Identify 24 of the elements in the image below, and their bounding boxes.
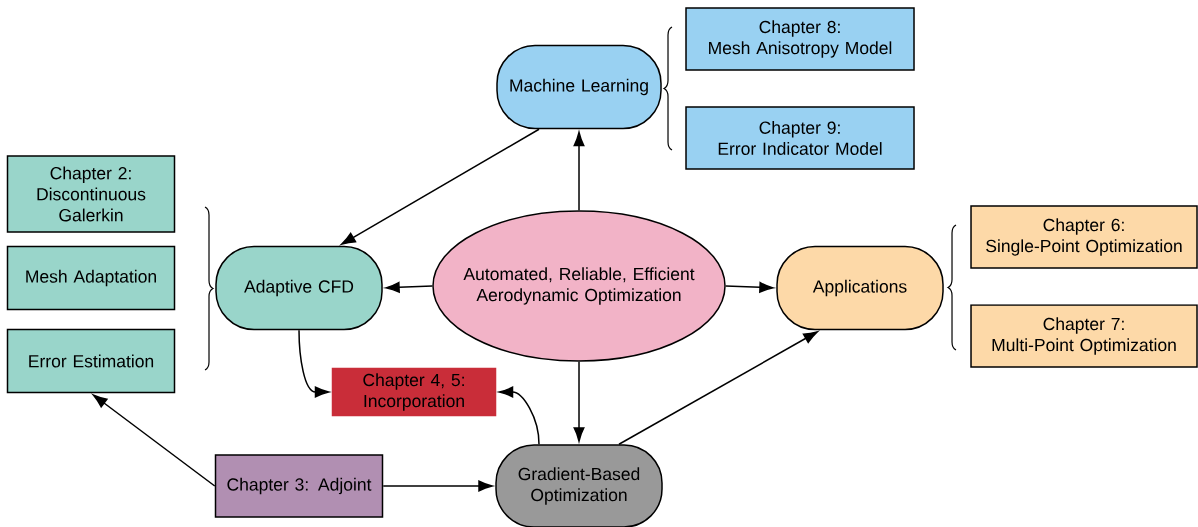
chapter-box: Chapter 2: Discontinuous Galerkin: [6, 155, 176, 233]
arrow: [618, 331, 818, 445]
arrow: [341, 128, 540, 245]
rounded-box: Adaptive CFD: [215, 245, 383, 331]
arrow: [382, 480, 493, 492]
arrow: [92, 394, 216, 487]
arrow: [498, 386, 540, 445]
rounded-box: Machine Learning: [496, 44, 662, 130]
arrow: [385, 281, 433, 293]
arrow: [573, 361, 585, 442]
arrow: [573, 131, 585, 211]
rounded-box: Applications: [776, 245, 944, 331]
chapter-box: Chapter 8: Mesh Anisotropy Model: [685, 7, 915, 71]
arrow: [725, 281, 774, 293]
arrow: [298, 329, 330, 398]
ellipse-node: Automated, Reliable, Efficient Aerodynamic Optimization: [432, 210, 726, 362]
chapter-box: Chapter 3: Adjoint: [214, 454, 384, 518]
topic-box: Error Estimation: [6, 328, 176, 394]
rounded-box: Gradient-Based Optimization: [495, 444, 663, 527]
chapter-box: Chapter 4, 5: Incorporation: [331, 367, 497, 417]
chapter-box: Chapter 7: Multi-Point Optimization: [970, 304, 1198, 368]
chapter-box: Chapter 6: Single-Point Optimization: [970, 205, 1198, 269]
topic-box: Mesh Adaptation: [6, 245, 176, 311]
chapter-box: Chapter 9: Error Indicator Model: [685, 106, 915, 170]
